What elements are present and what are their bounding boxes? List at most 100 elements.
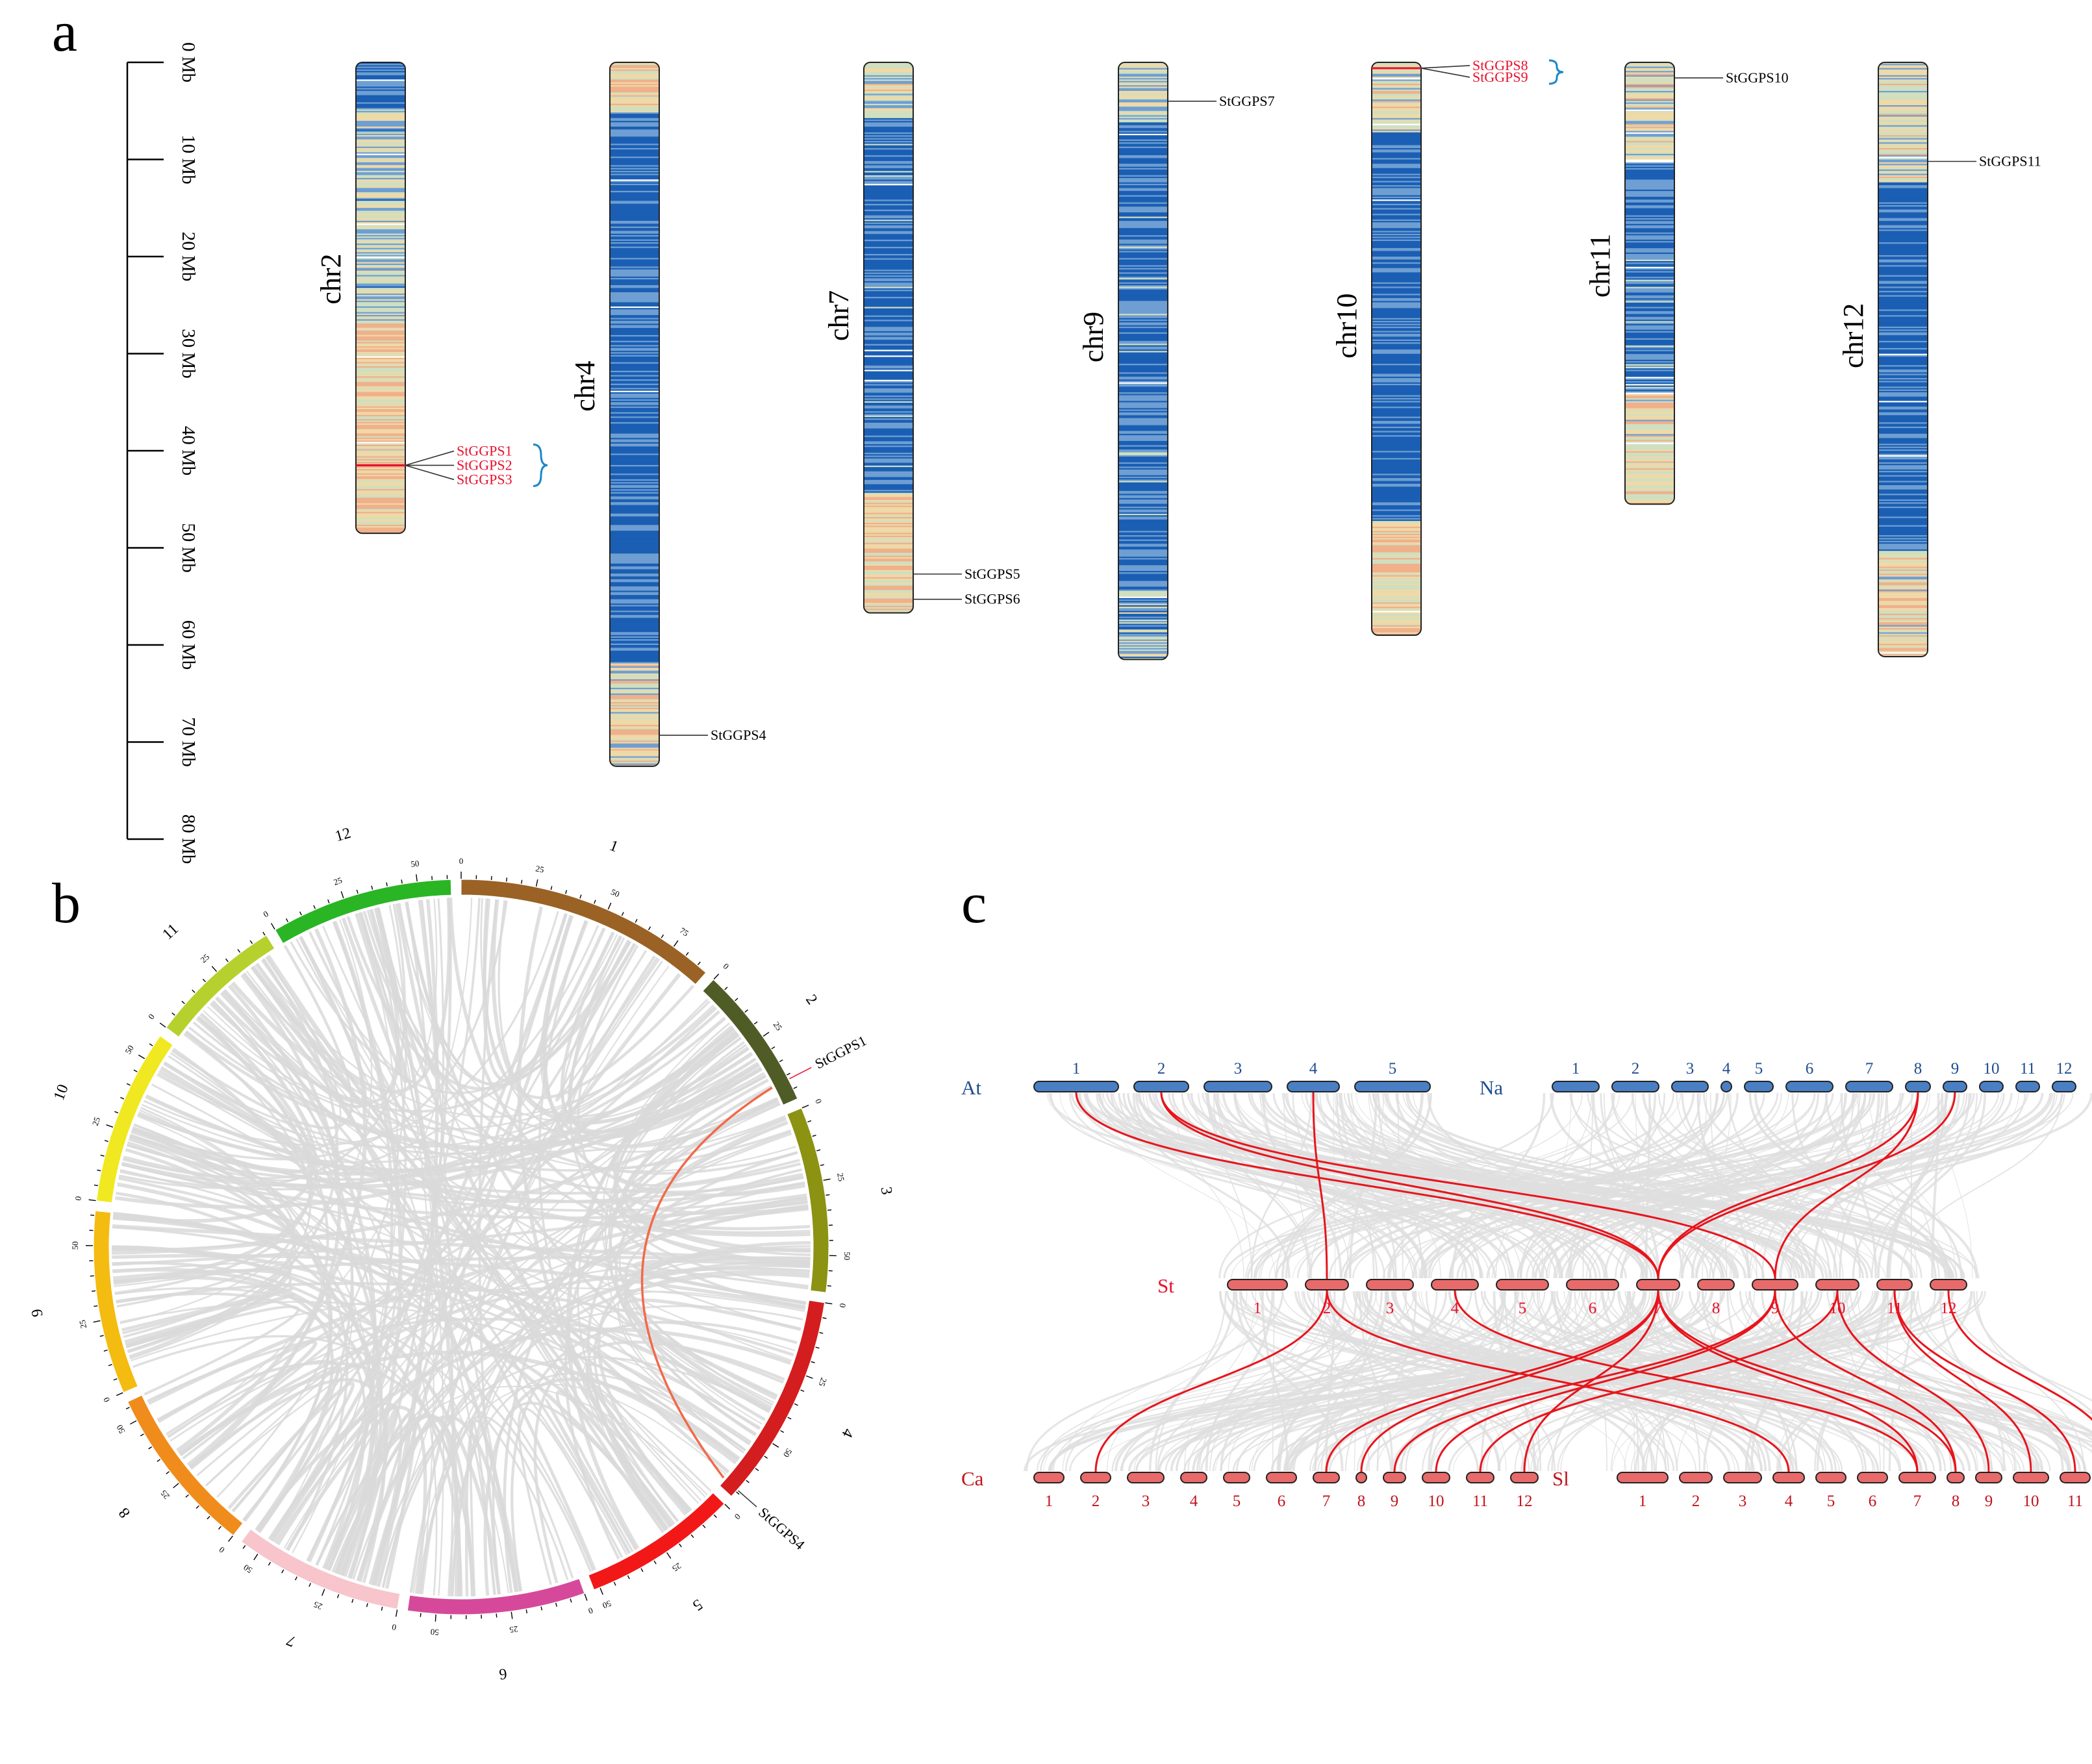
density-band bbox=[1878, 389, 1928, 392]
density-band bbox=[356, 293, 405, 296]
density-band bbox=[356, 238, 405, 240]
density-band bbox=[610, 159, 659, 162]
ring-tick-label: 25 bbox=[817, 1376, 829, 1387]
density-band bbox=[356, 493, 405, 496]
density-band bbox=[864, 435, 913, 438]
density-band bbox=[864, 171, 913, 173]
highlight-collinear-gene-pair bbox=[1360, 1290, 1659, 1472]
density-band bbox=[1372, 608, 1421, 611]
density-band bbox=[1118, 119, 1168, 121]
density-band bbox=[610, 751, 659, 754]
density-band bbox=[356, 386, 405, 388]
synteny-link bbox=[132, 1126, 807, 1212]
density-band bbox=[1878, 121, 1928, 123]
synteny-link bbox=[307, 961, 663, 1562]
chromosome-bar bbox=[1496, 1279, 1549, 1291]
density-band bbox=[1878, 402, 1928, 405]
density-band bbox=[1372, 559, 1421, 562]
density-band bbox=[1878, 71, 1928, 73]
density-band bbox=[1878, 357, 1928, 359]
density-band bbox=[356, 377, 405, 380]
density-band bbox=[1625, 472, 1674, 475]
density-band bbox=[1372, 201, 1421, 203]
density-band bbox=[356, 326, 405, 329]
density-band bbox=[1878, 129, 1928, 132]
density-band bbox=[1878, 168, 1928, 170]
density-band bbox=[1372, 523, 1421, 526]
chromosome-bar-label: 3 bbox=[1142, 1493, 1150, 1510]
ring-tick-label: 50 bbox=[430, 1627, 439, 1637]
density-band bbox=[864, 145, 913, 147]
density-band bbox=[864, 386, 913, 389]
density-band bbox=[1118, 472, 1168, 475]
density-band bbox=[1878, 355, 1928, 357]
density-band bbox=[356, 321, 405, 324]
density-band bbox=[356, 233, 405, 236]
density-band bbox=[356, 175, 405, 177]
ring-tick bbox=[724, 1504, 731, 1510]
synteny-link bbox=[491, 899, 753, 1125]
density-band bbox=[1372, 119, 1421, 121]
synteny-link bbox=[1344, 1092, 1816, 1279]
density-band bbox=[864, 144, 913, 146]
ring-tick-label: 0 bbox=[217, 1544, 226, 1555]
density-band bbox=[864, 518, 913, 521]
density-band bbox=[1372, 101, 1421, 103]
density-band bbox=[610, 744, 659, 747]
density-band bbox=[1118, 173, 1168, 176]
density-band bbox=[356, 439, 405, 441]
density-band bbox=[356, 192, 405, 194]
synteny-link bbox=[412, 1383, 727, 1594]
density-band bbox=[1372, 223, 1421, 226]
chromosome-bar bbox=[1857, 1472, 1888, 1483]
density-band bbox=[1878, 252, 1928, 255]
density-band bbox=[610, 482, 659, 485]
density-band bbox=[1118, 326, 1168, 329]
density-band bbox=[864, 446, 913, 447]
density-band bbox=[610, 445, 659, 447]
density-band bbox=[1372, 259, 1421, 262]
density-band bbox=[356, 271, 405, 274]
density-band bbox=[864, 125, 913, 127]
density-band bbox=[356, 529, 405, 531]
density-band bbox=[1878, 257, 1928, 258]
synteny-link bbox=[570, 958, 709, 1115]
density-band bbox=[1118, 649, 1168, 651]
density-band bbox=[1118, 175, 1168, 177]
density-band bbox=[1625, 421, 1674, 423]
density-band bbox=[356, 277, 405, 280]
density-band bbox=[1118, 368, 1168, 370]
density-band bbox=[1878, 94, 1928, 96]
density-band bbox=[1118, 438, 1168, 440]
density-band bbox=[1118, 397, 1168, 400]
density-band bbox=[1118, 222, 1168, 225]
density-band bbox=[1625, 192, 1674, 195]
density-band bbox=[1118, 219, 1168, 221]
density-band bbox=[1878, 169, 1928, 171]
density-band bbox=[1625, 82, 1674, 84]
density-band bbox=[1118, 203, 1168, 206]
density-band bbox=[864, 511, 913, 514]
density-band bbox=[1372, 279, 1421, 282]
density-band bbox=[1625, 229, 1674, 232]
density-band bbox=[610, 149, 659, 151]
density-band bbox=[1878, 546, 1928, 549]
density-band bbox=[1878, 553, 1928, 556]
density-band bbox=[610, 128, 659, 130]
density-band bbox=[864, 294, 913, 296]
density-band bbox=[356, 510, 405, 512]
synteny-link bbox=[1521, 1291, 1670, 1472]
synteny-link bbox=[1701, 1291, 1798, 1472]
density-band bbox=[1878, 222, 1928, 225]
density-band bbox=[1118, 116, 1168, 119]
density-band bbox=[356, 229, 405, 231]
density-band bbox=[356, 390, 405, 393]
synteny-link bbox=[1407, 1092, 1958, 1279]
ring-tick bbox=[713, 974, 720, 980]
density-band bbox=[1372, 182, 1421, 184]
chromosome-bar-label: 10 bbox=[1830, 1300, 1846, 1317]
density-band bbox=[864, 254, 913, 256]
density-band bbox=[1118, 246, 1168, 249]
